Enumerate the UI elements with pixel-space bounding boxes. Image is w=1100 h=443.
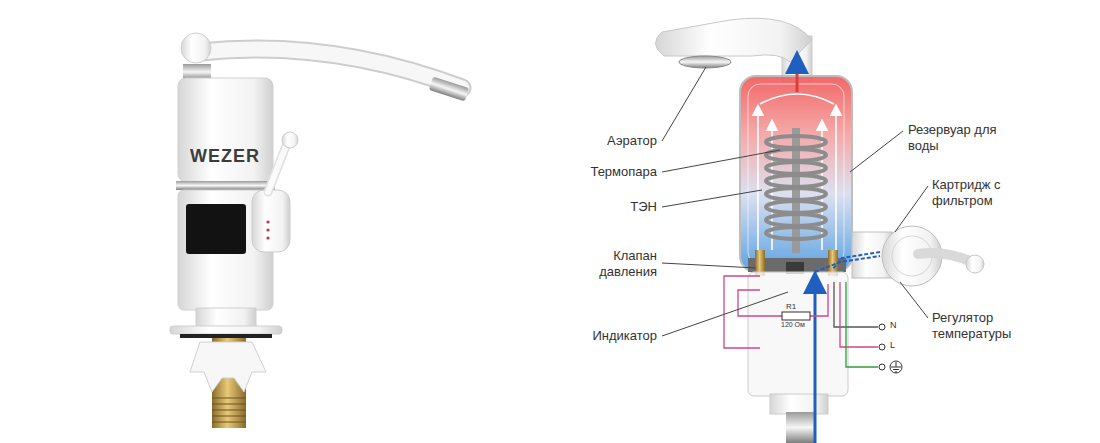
resistor-name: R1	[786, 302, 796, 311]
brand-logo: WEZER	[190, 148, 260, 164]
part-label: Клапан давления	[575, 248, 657, 280]
part-label: Картридж с фильтром	[932, 177, 1018, 209]
part-label: Резервуар для воды	[908, 122, 1000, 154]
part-label: Аэратор	[607, 133, 657, 149]
product-photo	[170, 33, 469, 428]
leader-lines	[662, 67, 928, 336]
terminal-name: L	[890, 340, 895, 351]
terminal-name: N	[890, 320, 897, 331]
part-label: Индикатор	[592, 328, 657, 344]
part-label: ТЭН	[630, 199, 657, 215]
part-label: Регулятор температуры	[932, 310, 1024, 342]
cutaway-diagram	[655, 18, 984, 443]
part-label: Термопара	[590, 164, 657, 180]
resistor-value: 120 Ом	[781, 321, 805, 329]
